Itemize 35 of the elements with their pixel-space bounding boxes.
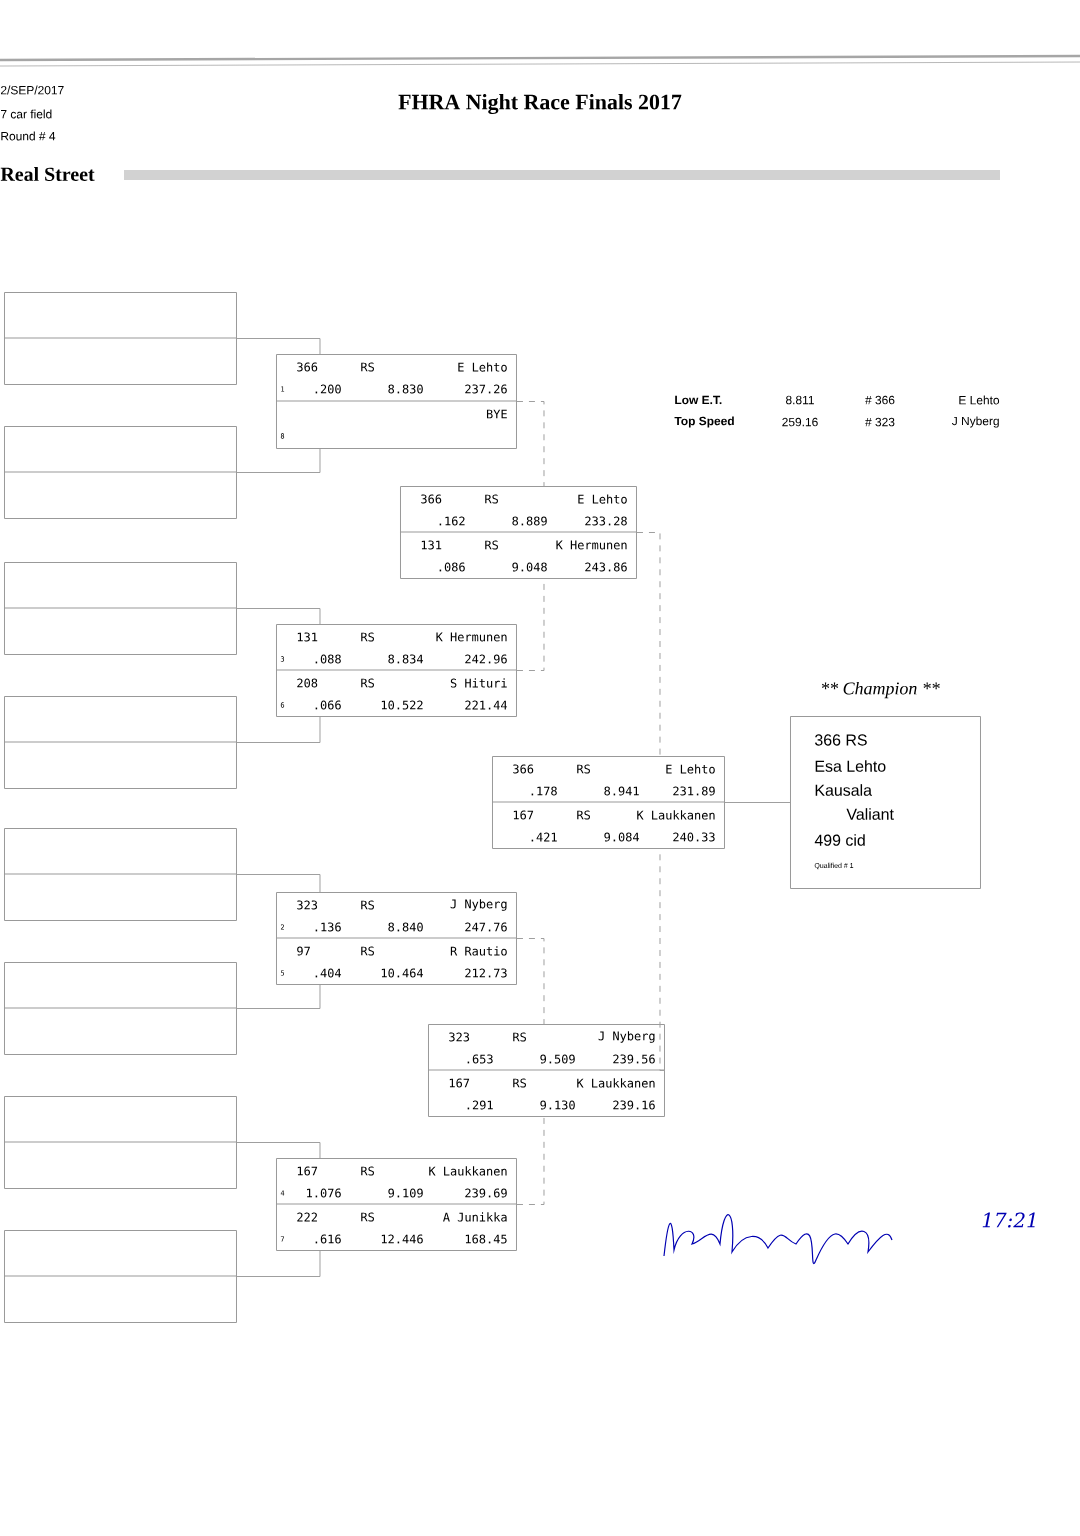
entry-box <box>3 562 237 655</box>
match-box <box>275 1158 517 1251</box>
match-box <box>275 892 517 985</box>
bracket-line <box>236 984 321 1009</box>
entry-box <box>3 696 237 789</box>
champion-heading: ** Champion ** <box>821 681 940 699</box>
match-box <box>399 486 637 579</box>
handwritten-time: 17:21 <box>982 1212 1035 1228</box>
champion-box <box>790 681 981 889</box>
match-box <box>427 1024 665 1117</box>
bracket-line <box>516 1116 545 1205</box>
bracket-line <box>236 1250 321 1277</box>
title: FHRA Night Race Finals 2017 <box>398 94 682 115</box>
bracket-line <box>236 448 321 473</box>
bracket-line <box>236 608 321 625</box>
entry-box <box>3 1096 237 1189</box>
bracket-line <box>516 401 545 487</box>
entry-box <box>3 962 237 1055</box>
entry-box <box>3 292 237 385</box>
bracket-line <box>236 716 321 743</box>
entry-box <box>3 426 237 519</box>
bracket-line <box>516 938 545 1025</box>
entry-box <box>3 828 237 921</box>
bracket-line <box>659 848 666 1071</box>
match-box <box>275 624 517 717</box>
entry-box <box>3 1230 237 1323</box>
bracket-line <box>724 802 791 803</box>
match-box <box>491 756 725 849</box>
bracket-line <box>236 1142 321 1159</box>
bracket-line <box>236 338 321 355</box>
bracket-line <box>516 578 545 671</box>
bracket-line <box>636 532 661 757</box>
bracket-line <box>236 874 321 893</box>
match-box <box>275 354 517 449</box>
class-heading: Real Street <box>0 167 95 181</box>
